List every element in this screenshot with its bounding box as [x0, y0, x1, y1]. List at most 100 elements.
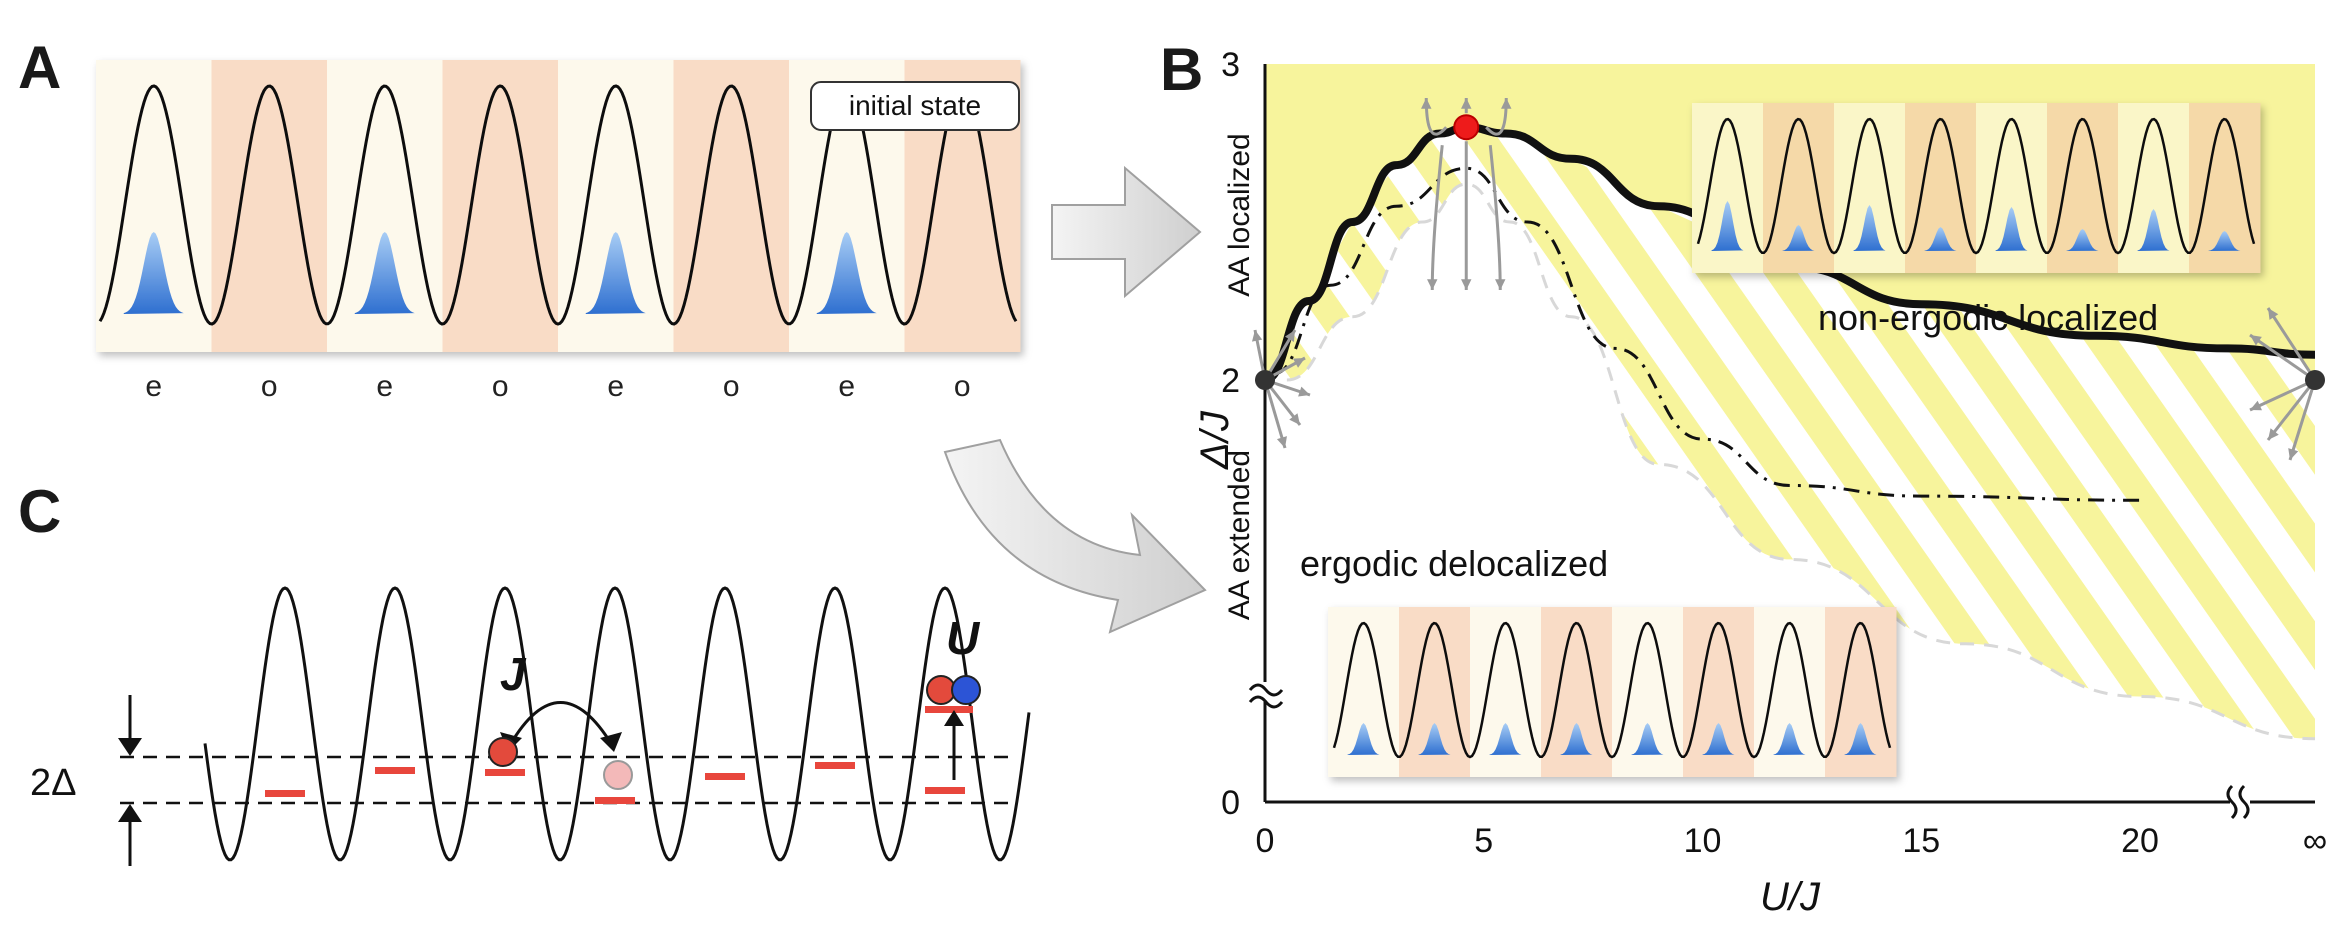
- flow-arrowhead-icon: [1293, 358, 1305, 368]
- panel-a-atoms: [123, 232, 877, 314]
- panel-b-label: B: [1160, 36, 1203, 103]
- panel-c-label: C: [18, 478, 61, 545]
- panel-c-potential-curve: [203, 586, 1031, 862]
- panel-a-potential-curve: [98, 84, 1018, 326]
- flow-arrowhead-icon: [1427, 279, 1438, 290]
- parity-label: e: [376, 370, 393, 403]
- flow-arrow: [2266, 379, 2317, 441]
- flow-arrowhead-icon: [1495, 279, 1506, 290]
- flow-arrowhead-icon: [1421, 98, 1432, 109]
- hopping-arrow: [508, 701, 614, 746]
- flow-arrowhead-icon: [2268, 428, 2279, 440]
- atom-faded: [603, 760, 633, 790]
- panel-a-label: A: [18, 34, 61, 101]
- panel-c-lattice: 2Δ J U: [30, 586, 1031, 866]
- parity-label: o: [723, 370, 740, 403]
- parity-label: e: [607, 370, 624, 403]
- inset-atom: [2066, 229, 2099, 251]
- aa-extended-label: AA extended: [1223, 450, 1256, 620]
- panel-a-atom: [354, 232, 415, 314]
- x-tick-label: 0: [1256, 822, 1275, 860]
- interaction-level: [925, 706, 973, 713]
- x-tick-label: 15: [1902, 822, 1940, 860]
- atom-red-pair: [926, 675, 956, 705]
- hopping-arrowhead-right-icon: [600, 732, 622, 752]
- y-tick-labels: 023: [1221, 46, 1240, 822]
- flow-arrowhead-icon: [2250, 335, 2262, 346]
- inset-delocalized-lattice: [1328, 607, 1897, 777]
- inset-atom: [1711, 201, 1744, 251]
- y-tick-label: 2: [1221, 362, 1240, 400]
- inset-atom: [1782, 225, 1815, 251]
- flow-arrowhead-icon: [1461, 98, 1472, 109]
- panel-a-atom: [585, 232, 646, 314]
- aa-localized-label: AA localized: [1223, 133, 1256, 296]
- panel-a-cell: [442, 60, 559, 352]
- inset-atom: [1560, 723, 1593, 755]
- energy-level: [925, 787, 965, 794]
- x-tick-label: 5: [1474, 822, 1493, 860]
- flow-arrowhead-icon: [1284, 330, 1295, 342]
- panel-a-lattice: [96, 60, 1021, 352]
- non-ergodic-localized-label: non-ergodic localized: [1818, 297, 2158, 338]
- flow-arrowhead-icon: [1501, 98, 1512, 109]
- arrow-curved-icon: [943, 438, 1207, 634]
- arrow-right-icon: [1051, 165, 1202, 299]
- atom-blue-pair: [951, 675, 981, 705]
- inset-atom: [1773, 723, 1806, 755]
- x-tick-label: 10: [1684, 822, 1722, 860]
- y-axis-title: Δ/J: [1193, 410, 1237, 470]
- x-tick-label: ∞: [2303, 822, 2327, 860]
- phase-boundary-line: [1265, 123, 2315, 384]
- excitation-arrowhead-icon: [944, 710, 964, 726]
- x-axis-break-icon: [2226, 784, 2250, 820]
- gap-arrows-icon: [118, 695, 142, 866]
- inset-atom: [2137, 209, 2170, 251]
- initial-state-label: initial state: [849, 90, 981, 121]
- x-tick-label: 20: [2121, 822, 2159, 860]
- gap-label: 2Δ: [30, 762, 77, 804]
- inset-atom: [1995, 207, 2028, 251]
- inset-potential-curve: [1696, 117, 2256, 255]
- inset-atom: [1489, 723, 1522, 755]
- energy-level: [375, 767, 415, 774]
- dash-dot-line: [1273, 166, 2141, 502]
- panel-a-atom: [816, 232, 877, 314]
- x-axis-title: U/J: [1760, 875, 1821, 919]
- flow-arrow: [2288, 379, 2317, 461]
- inset-localized-lattice: [1692, 103, 2261, 273]
- fixed-point-left: [1255, 370, 1275, 390]
- inset-atom: [1844, 723, 1877, 755]
- y-tick-label: 3: [1221, 46, 1240, 84]
- parity-label: e: [838, 370, 855, 403]
- flow-arrowhead-icon: [1252, 330, 1263, 342]
- panel-a-cell: [673, 60, 790, 352]
- parity-label: o: [954, 370, 971, 403]
- energy-levels: [265, 706, 973, 804]
- energy-level: [485, 769, 525, 776]
- energy-level: [705, 773, 745, 780]
- flow-arrowhead-icon: [1298, 386, 1310, 397]
- inset-atom: [1924, 227, 1957, 251]
- hopping-label: J: [500, 648, 527, 700]
- flow-arrowhead-icon: [2250, 400, 2262, 411]
- flow-arrowhead-icon: [1289, 413, 1300, 425]
- inset-potential-curve: [1332, 621, 1892, 759]
- flow-arrowhead-icon: [2268, 308, 2279, 320]
- inset-atom: [1702, 723, 1735, 755]
- interaction-label: U: [946, 612, 981, 664]
- critical-point: [1453, 114, 1480, 141]
- striped-region: [1265, 127, 2315, 739]
- flow-arrow: [2249, 333, 2316, 382]
- inset-atom: [1853, 205, 1886, 251]
- flow-arrowhead-icon: [1276, 436, 1287, 448]
- inset-atom: [1347, 723, 1380, 755]
- energy-level: [265, 790, 305, 797]
- flow-arrowhead-icon: [1461, 279, 1472, 290]
- energy-level: [815, 762, 855, 769]
- atom-red: [488, 737, 518, 767]
- parity-label: o: [492, 370, 509, 403]
- energy-level: [595, 797, 635, 804]
